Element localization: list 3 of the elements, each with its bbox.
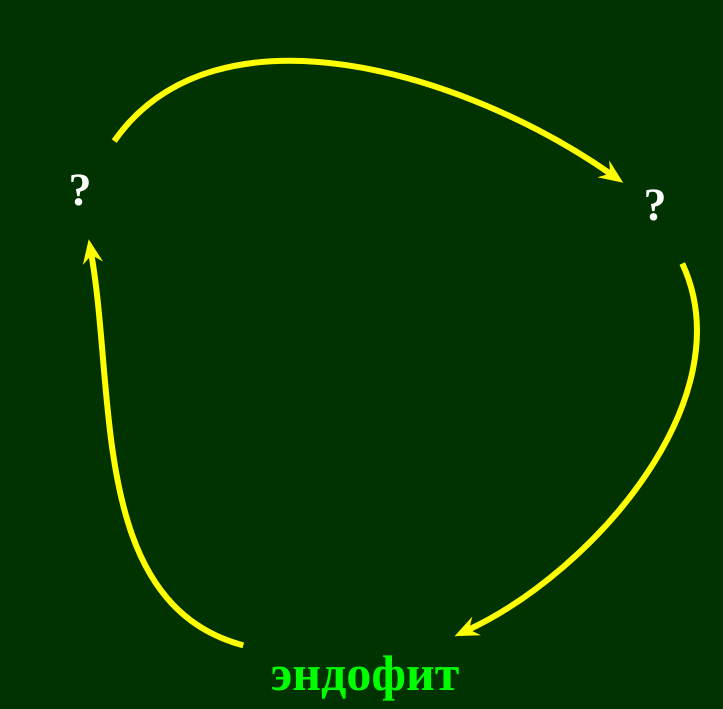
question-mark: ?: [71, 174, 89, 206]
question-mark: ?: [646, 189, 664, 221]
organism-label: эндофит: [272, 655, 459, 701]
